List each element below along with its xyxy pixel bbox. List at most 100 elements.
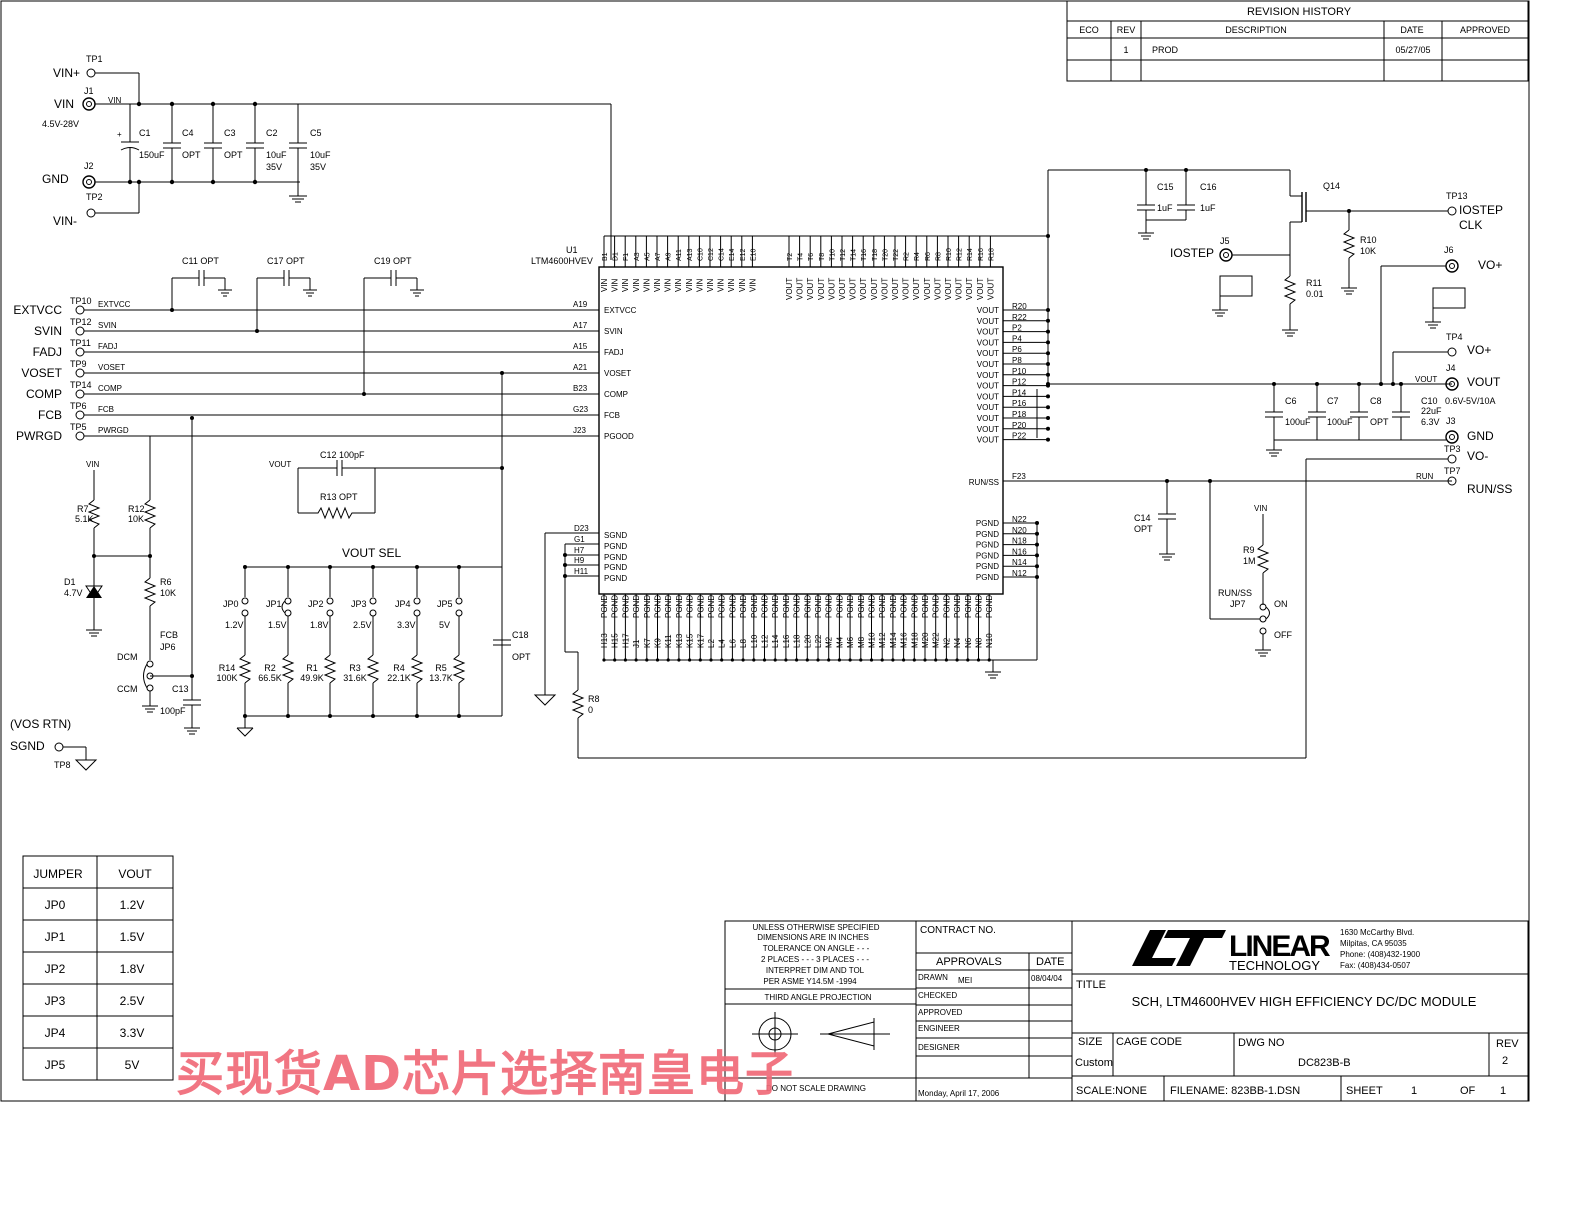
tb-size: Custom <box>1075 1057 1113 1069</box>
u1-top-pin-R8: R8 <box>935 252 942 261</box>
u1-pgnd-pin-name: PGND <box>696 595 705 618</box>
u1-bottom-pin-H15: H15 <box>611 633 620 648</box>
tp7-label: TP7 <box>1444 466 1461 476</box>
u1-vin-pin-name: VIN <box>727 278 736 292</box>
resistor-r4 <box>410 654 424 684</box>
u1-top-pin-A11: A11 <box>676 249 683 261</box>
r13-label: R13 OPT <box>320 492 358 502</box>
u1-pgnd-pin-name: PGND <box>718 595 727 618</box>
tb-engineer: ENGINEER <box>918 1024 960 1033</box>
u1-pin-D23: D23 <box>574 524 589 533</box>
jumper-pin <box>284 609 292 617</box>
u1-pgnd-pin-name: PGND <box>889 595 898 618</box>
u1-pgnd-pin-name: PGND <box>611 595 620 618</box>
c13-ref: C13 <box>172 684 189 694</box>
u1-pin-name-pgood: PGOOD <box>604 432 634 441</box>
u1-bottom-pin-N2: N2 <box>942 637 951 648</box>
jumper-pin <box>241 609 249 617</box>
u1-vin-pin-name: VIN <box>653 278 662 292</box>
signal-label-comp: COMP <box>26 387 62 401</box>
u1-bottom-pin-N4: N4 <box>953 637 962 648</box>
u1-pin-name-voset: VOSET <box>604 369 631 378</box>
tb-drawn: DRAWN <box>918 973 948 982</box>
resistor-ref-r14: R14 <box>219 663 236 673</box>
input-section: TP1 VIN+ J1 VIN 4.5V-28V VIN J2 GND TP2 … <box>42 54 612 260</box>
signal-label-extvcc: EXTVCC <box>13 303 62 317</box>
u1-bottom-pin-H13: H13 <box>600 633 609 648</box>
jumper-voltage-jp2: 1.8V <box>310 620 329 630</box>
r12-ref: R12 <box>128 504 145 514</box>
tp8-label: TP8 <box>54 760 71 770</box>
linear-logo <box>1132 930 1226 966</box>
u1-pin-N20: N20 <box>1012 526 1027 535</box>
run-ss-label: RUN/SS <box>1467 482 1512 496</box>
u1-bottom-pin-K9: K9 <box>654 638 663 648</box>
ground-symbol <box>289 195 307 203</box>
c12-label: C12 100pF <box>320 450 365 460</box>
j4-ref: J4 <box>1446 363 1456 373</box>
u1-pin-G1: G1 <box>574 535 585 544</box>
u1-pgnd-pin-name: PGND <box>932 595 941 618</box>
tb-contract: CONTRACT NO. <box>920 925 996 936</box>
testpoint-tp10 <box>75 305 85 315</box>
r10-value: 10K <box>1360 246 1376 256</box>
u1-top-pin-T8: T8 <box>819 253 826 261</box>
tp-label-tp5: TP5 <box>70 422 87 432</box>
u1-pgnd-pin-name: PGND <box>771 595 780 618</box>
jumper-voltage-jp4: 3.3V <box>397 620 416 630</box>
pgnd-bus <box>604 523 1038 679</box>
vos-rtn-label: (VOS RTN) <box>10 717 71 731</box>
tb-approvals: APPROVALS <box>936 956 1002 968</box>
c4-value: OPT <box>182 150 201 160</box>
u1-top-pin-T6: T6 <box>808 253 815 261</box>
pullup-vin-label: VIN <box>86 460 100 469</box>
u1-top-pin-T16: T16 <box>861 249 868 261</box>
u1-top-pin-A5: A5 <box>644 252 651 261</box>
u1-pin-P2: P2 <box>1012 324 1022 333</box>
u1-top-pin-T4: T4 <box>798 253 805 261</box>
u1-part-number: LTM4600HVEV <box>531 256 593 266</box>
tb-note-4: INTERPRET DIM AND TOL <box>766 966 865 975</box>
u1-top-pin-R2: R2 <box>904 252 911 261</box>
tp13-testpoint <box>1447 206 1457 216</box>
junction-dot <box>1046 405 1050 410</box>
jumper-ref-jp2: JP2 <box>308 599 324 609</box>
iostep-label: IOSTEP <box>1170 246 1214 260</box>
u1-top-pin-T22: T22 <box>893 249 900 261</box>
u1-pgnd-pin-name: PGND <box>857 595 866 618</box>
u1-bottom-pin-N8: N8 <box>975 637 984 648</box>
jumper-voltage-jp3: 2.5V <box>353 620 372 630</box>
u1-bottom-pin-H17: H17 <box>621 633 630 648</box>
resistor-r5 <box>452 654 466 684</box>
r7-value: 5.1K <box>75 514 94 524</box>
u1-vout-pin-name: VOUT <box>976 278 985 300</box>
u1-vin-pin-name: VIN <box>600 278 609 292</box>
resistor-value-r3: 31.6K <box>343 673 367 683</box>
signal-label-pwrgd: PWRGD <box>16 429 62 443</box>
u1-pgnd-pin-name: PGND <box>707 595 716 618</box>
c15-value: 1uF <box>1157 203 1173 213</box>
c2-value: 10uF <box>266 150 287 160</box>
tb-dwg-label: DWG NO <box>1238 1037 1285 1049</box>
u1-top-pin-T2: T2 <box>787 253 794 261</box>
u1-top-pin-E10: E10 <box>750 248 757 261</box>
gnd-input-label: GND <box>42 172 69 186</box>
u1-bottom-pin-K17: K17 <box>696 633 705 648</box>
u1-vout-pin-name: VOUT <box>796 278 805 300</box>
jumper-pin <box>455 609 463 617</box>
u1-vout-pin-name: VOUT <box>838 278 847 300</box>
r6-value: 10K <box>160 588 176 598</box>
u1-vout-pin-name: VOUT <box>933 278 942 300</box>
rev-row-rev: 1 <box>1123 45 1128 55</box>
u1-pgnd-pin-name: PGND <box>976 551 999 560</box>
u1-vin-pin-name: VIN <box>738 278 747 292</box>
net-label-extvcc: EXTVCC <box>98 300 131 309</box>
u1-pgnd-pin-name: PGND <box>793 595 802 618</box>
gnd-output-label: GND <box>1467 429 1494 443</box>
u1-vout-pin-name: VOUT <box>785 278 794 300</box>
tb-drawn-by: MEI <box>958 976 972 985</box>
tb-rev-label: REV <box>1496 1038 1519 1050</box>
u1-pgnd-pin-name: PGND <box>976 573 999 582</box>
tb-sheet-label: SHEET <box>1346 1085 1383 1097</box>
u1-pgnd-pin-name: PGND <box>976 530 999 539</box>
